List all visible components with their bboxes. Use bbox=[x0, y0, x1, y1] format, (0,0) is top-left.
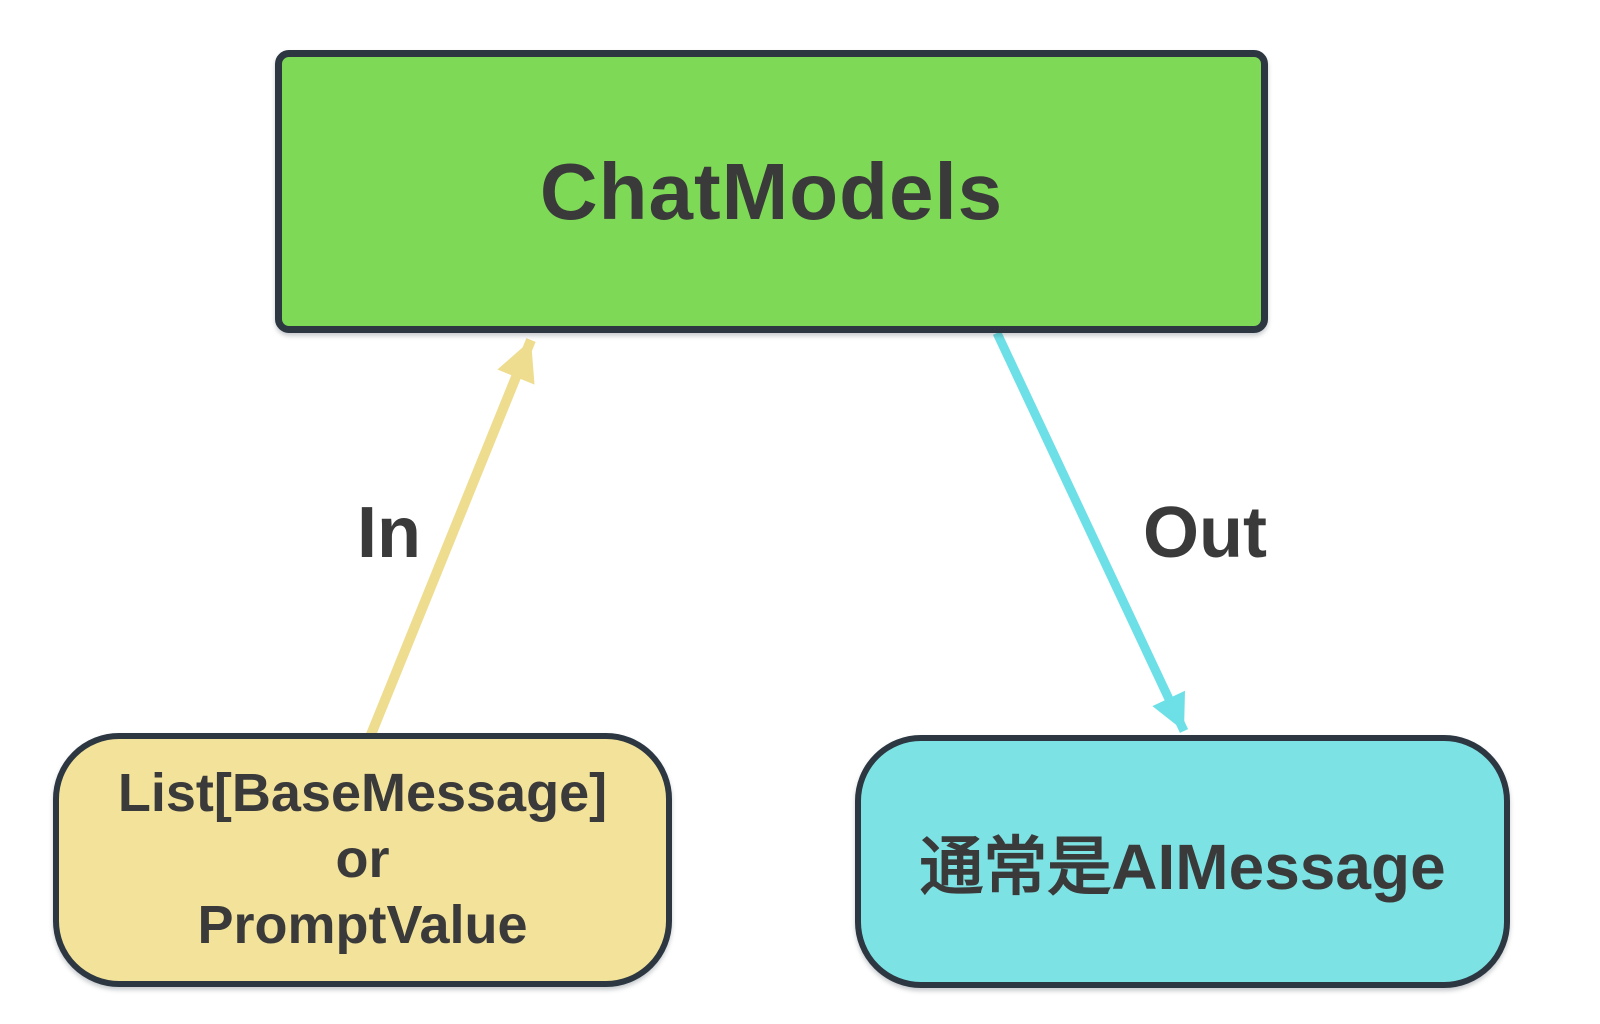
input-node-line2: or bbox=[335, 829, 390, 890]
input-node-line3: PromptValue bbox=[197, 894, 528, 955]
out-label: Out bbox=[1143, 493, 1267, 573]
output-node: 通常是AIMessage bbox=[855, 735, 1510, 988]
chatmodels-node: ChatModels bbox=[275, 50, 1268, 333]
input-node-label: List[BaseMessage] or PromptValue bbox=[118, 761, 607, 959]
chatmodels-label: ChatModels bbox=[539, 146, 1004, 236]
output-node-label: 通常是AIMessage bbox=[919, 830, 1446, 903]
input-node: List[BaseMessage] or PromptValue bbox=[53, 733, 672, 987]
input-node-line1: List[BaseMessage] bbox=[117, 763, 608, 824]
in-label: In bbox=[357, 493, 421, 573]
